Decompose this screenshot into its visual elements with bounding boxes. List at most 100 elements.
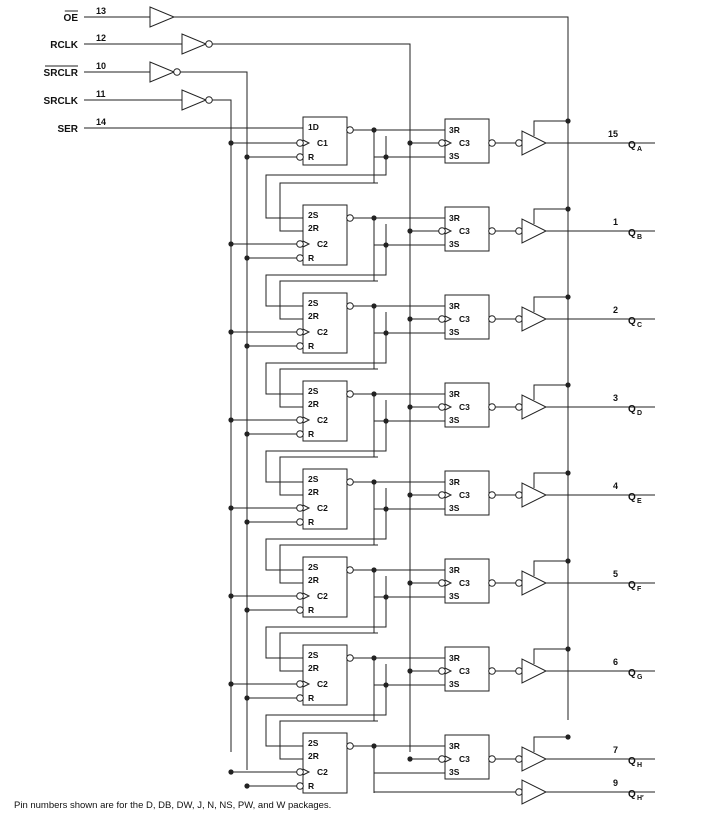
clock-edge-symbol bbox=[444, 403, 453, 411]
stage-a bbox=[302, 116, 490, 166]
junction-dot bbox=[407, 404, 413, 410]
chain-set-wire bbox=[265, 136, 387, 219]
junction-dot bbox=[383, 330, 389, 336]
junction-dot bbox=[244, 519, 250, 525]
output-subscript: F bbox=[637, 586, 642, 593]
flipflop-pin-label: C2 bbox=[317, 503, 328, 513]
junction-dot bbox=[407, 228, 413, 234]
output-enable-wire bbox=[533, 648, 568, 664]
output-subscript: B bbox=[637, 234, 642, 241]
inversion-bubble bbox=[488, 403, 496, 411]
srclr-input-inverter bbox=[149, 61, 176, 83]
output-enable-wire bbox=[533, 560, 568, 576]
inversion-bubble bbox=[296, 504, 304, 512]
flipflop-pin-label: R bbox=[308, 429, 314, 439]
output-buffer bbox=[521, 306, 548, 332]
chain-set-wire bbox=[265, 400, 387, 483]
inversion-bubble bbox=[515, 755, 523, 763]
clock-edge-symbol bbox=[444, 667, 453, 675]
junction-dot bbox=[383, 242, 389, 248]
chain-reset-wire bbox=[279, 280, 378, 320]
junction-dot bbox=[565, 294, 571, 300]
storage-pin-label: 3S bbox=[449, 415, 460, 425]
output-pin-number: 4 bbox=[613, 481, 618, 491]
output-name: Q bbox=[628, 140, 636, 151]
flipflop-pin-label: 2R bbox=[308, 575, 319, 585]
input-label-srclk: SRCLK bbox=[44, 96, 79, 107]
output-name: Q bbox=[628, 580, 636, 591]
storage-pin-label: C3 bbox=[459, 666, 470, 676]
output-name: Q bbox=[628, 756, 636, 767]
stage-e bbox=[302, 468, 490, 530]
flipflop-pin-label: C2 bbox=[317, 679, 328, 689]
storage-pin-label: C3 bbox=[459, 226, 470, 236]
shift-register-flipflop bbox=[302, 292, 348, 354]
junction-dot bbox=[383, 682, 389, 688]
inversion-bubble bbox=[438, 491, 446, 499]
pin-number: 10 bbox=[96, 61, 106, 71]
junction-dot bbox=[565, 470, 571, 476]
storage-pin-label: 3R bbox=[449, 477, 460, 487]
footnote: Pin numbers shown are for the D, DB, DW,… bbox=[14, 800, 331, 811]
storage-pin-label: 3R bbox=[449, 389, 460, 399]
chain-set-wire bbox=[265, 224, 387, 307]
output-name: Q bbox=[628, 228, 636, 239]
storage-pin-label: 3R bbox=[449, 653, 460, 663]
junction-dot bbox=[244, 431, 250, 437]
junction-dot bbox=[407, 756, 413, 762]
clock-edge-symbol bbox=[302, 768, 311, 776]
output-buffer bbox=[521, 130, 548, 156]
storage-pin-label: C3 bbox=[459, 490, 470, 500]
output-pin-number: 2 bbox=[613, 305, 618, 315]
shift-register-flipflop bbox=[302, 556, 348, 618]
inversion-bubble bbox=[488, 579, 496, 587]
flipflop-pin-label: 2S bbox=[308, 298, 319, 308]
shift-register-flipflop bbox=[302, 468, 348, 530]
shift-register-flipflop bbox=[302, 380, 348, 442]
flipflop-pin-label: R bbox=[308, 341, 314, 351]
output-buffer bbox=[521, 394, 548, 420]
junction-dot bbox=[407, 668, 413, 674]
inversion-bubble bbox=[296, 518, 304, 526]
chain-reset-wire bbox=[279, 182, 378, 232]
junction-dot bbox=[565, 118, 571, 124]
flipflop-pin-label: C2 bbox=[317, 591, 328, 601]
chain-set-wire bbox=[265, 488, 387, 571]
output-pin-number: 3 bbox=[613, 393, 618, 403]
chain-reset-wire bbox=[279, 456, 378, 496]
pin-number: 13 bbox=[96, 6, 106, 16]
output-pin-number: 7 bbox=[613, 745, 618, 755]
flipflop-pin-label: C2 bbox=[317, 415, 328, 425]
junction-dot bbox=[244, 695, 250, 701]
storage-pin-label: C3 bbox=[459, 314, 470, 324]
junction-dot bbox=[565, 646, 571, 652]
output-buffer bbox=[521, 570, 548, 596]
serial-output-buffer bbox=[521, 779, 548, 805]
flipflop-pin-label: 2S bbox=[308, 650, 319, 660]
clock-edge-symbol bbox=[302, 139, 311, 147]
junction-dot bbox=[244, 607, 250, 613]
storage-pin-label: C3 bbox=[459, 754, 470, 764]
junction-dot bbox=[407, 492, 413, 498]
inversion-bubble bbox=[296, 694, 304, 702]
chain-set-wire bbox=[265, 664, 387, 747]
inversion-bubble bbox=[346, 478, 354, 486]
flipflop-pin-label: R bbox=[308, 517, 314, 527]
flipflop-pin-label: 2R bbox=[308, 663, 319, 673]
output-subscript: H bbox=[637, 762, 642, 769]
junction-dot bbox=[244, 783, 250, 789]
junction-dot bbox=[244, 154, 250, 160]
inversion-bubble bbox=[438, 139, 446, 147]
chain-reset-wire bbox=[279, 720, 378, 760]
inversion-bubble bbox=[346, 566, 354, 574]
oe-input-buffer bbox=[149, 6, 176, 28]
storage-pin-label: 3S bbox=[449, 327, 460, 337]
pin-number: 12 bbox=[96, 33, 106, 43]
junction-dot bbox=[407, 140, 413, 146]
serial-pin-number: 9 bbox=[613, 778, 618, 788]
junction-dot bbox=[407, 316, 413, 322]
junction-dot bbox=[565, 206, 571, 212]
flipflop-pin-label: C1 bbox=[317, 138, 328, 148]
output-buffer bbox=[521, 218, 548, 244]
